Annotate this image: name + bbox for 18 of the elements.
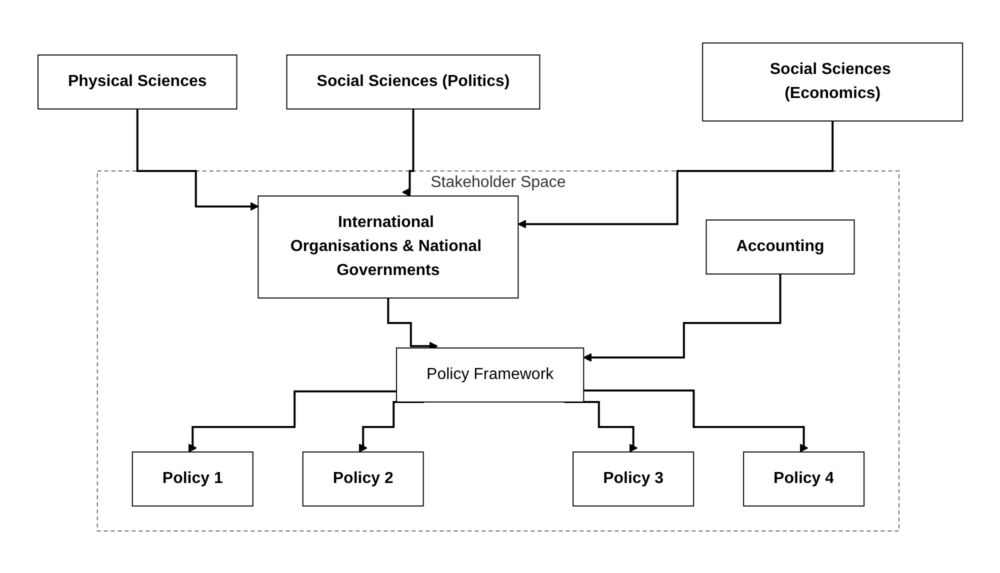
node-box: Policy 2 [302, 450, 424, 506]
arrow [517, 120, 834, 228]
node-box: Policy 4 [742, 450, 864, 506]
node-box: International Organisations & National Governments [257, 195, 518, 298]
arrow [564, 400, 638, 452]
arrow [188, 390, 396, 452]
arrow [402, 108, 414, 196]
node-box: Policy 1 [132, 450, 254, 506]
node-box: Policy 3 [572, 450, 694, 506]
node-box: Social Sciences (Economics) [702, 42, 963, 121]
node-box: Social Sciences (Politics) [286, 54, 540, 109]
node-box: Physical Sciences [37, 54, 237, 109]
arrow [136, 108, 258, 210]
arrow [358, 400, 424, 452]
arrow [582, 272, 781, 362]
node-box: Accounting [705, 219, 854, 274]
arrow [583, 389, 808, 452]
node-box: Policy Framework [396, 347, 584, 402]
